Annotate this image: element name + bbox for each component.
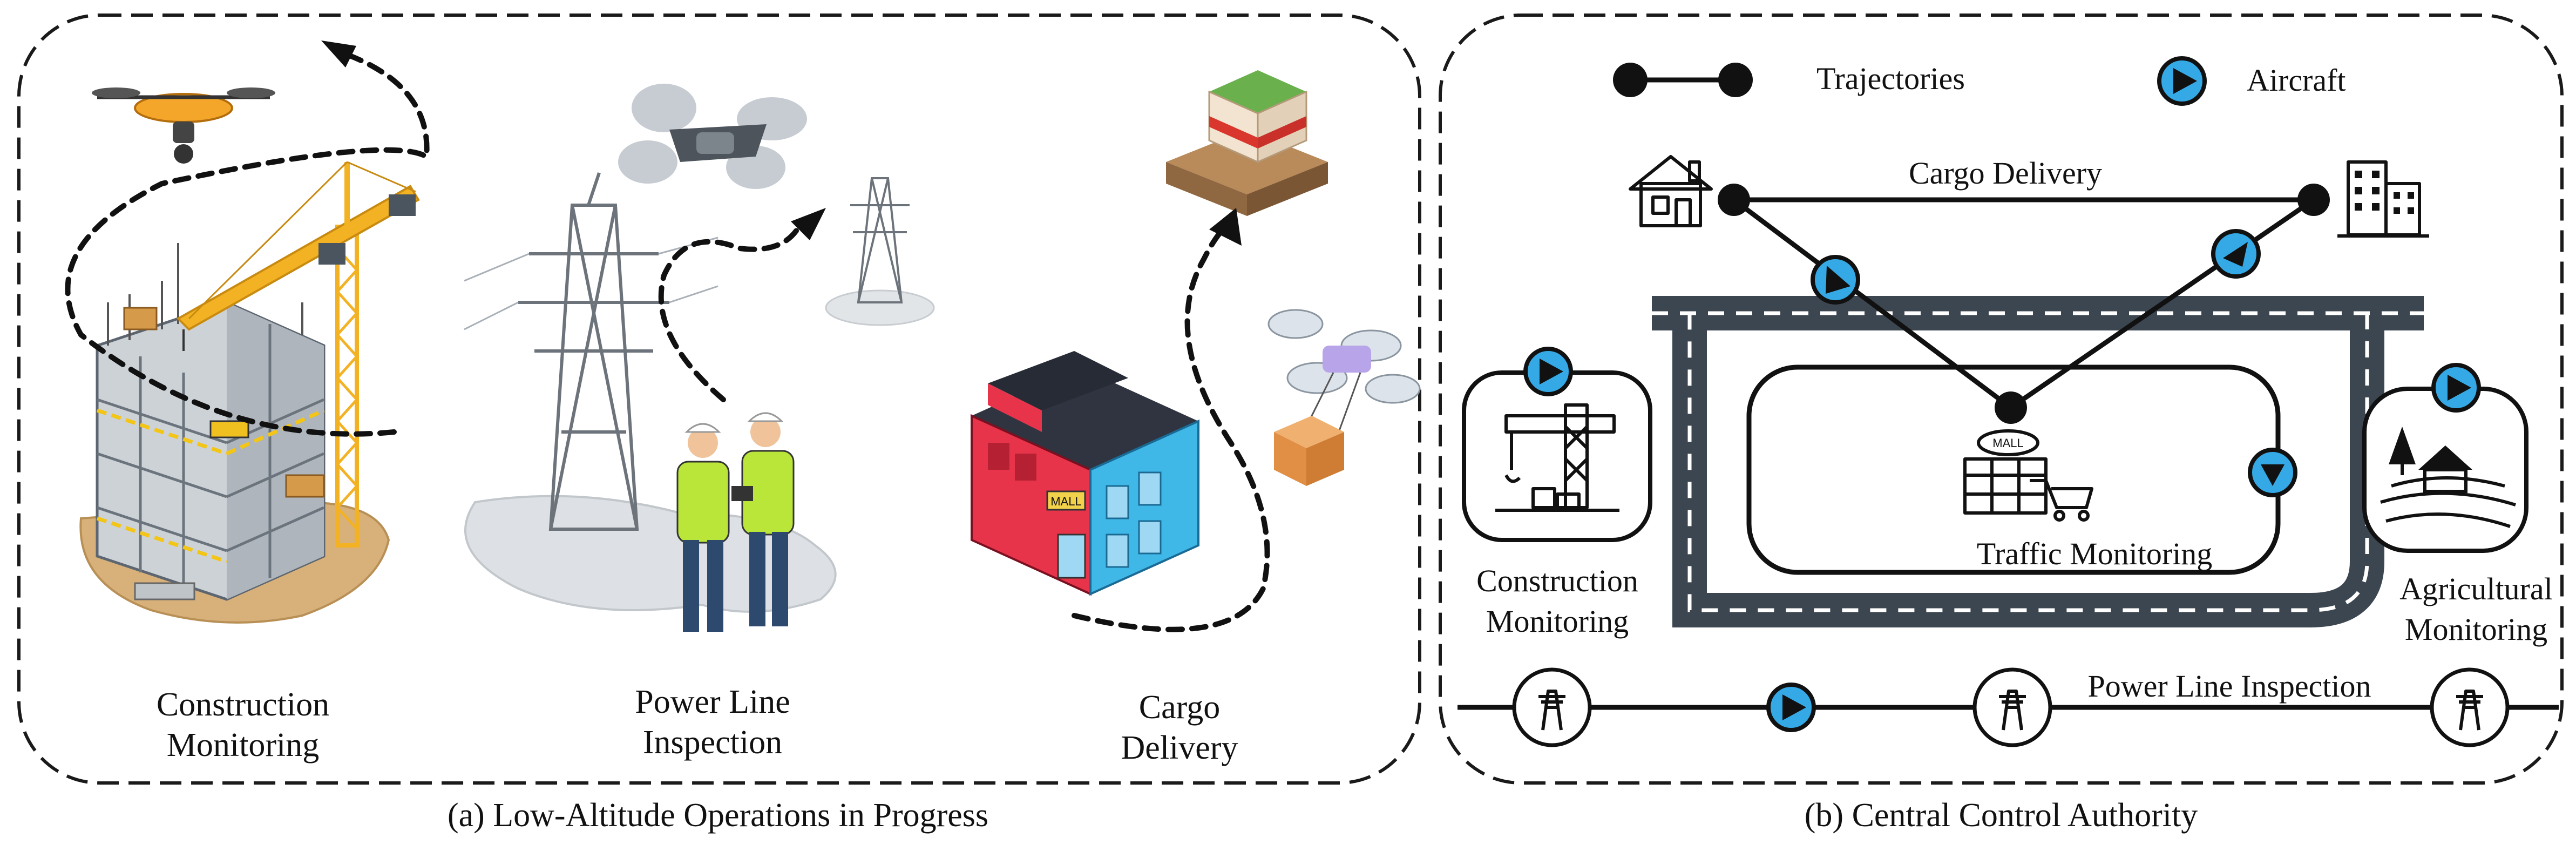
traffic-monitoring-label: Traffic Monitoring — [1977, 536, 2213, 571]
agricultural-zone-label-line2: Monitoring — [2405, 612, 2547, 647]
power-line-scene: Power Line Inspection — [464, 84, 935, 761]
aircraft-cargo-right — [2211, 229, 2261, 279]
node-mall — [1995, 391, 2027, 424]
tower-node-2 — [1972, 667, 2052, 747]
cargo-delivery-route-label: Cargo Delivery — [1909, 156, 2102, 191]
delivery-drone — [1267, 309, 1421, 486]
workers — [676, 412, 795, 632]
panel-b-caption: (b) Central Control Authority — [1805, 797, 2198, 834]
agricultural-zone: Agricultural Monitoring — [2362, 387, 2553, 647]
construction-scene: Construction Monitoring — [65, 40, 430, 764]
office-building-icon — [2337, 160, 2429, 238]
construction-flight-arrowhead — [321, 40, 356, 67]
legend-trajectory-node-end — [1718, 63, 1753, 97]
cargo-flight-path — [1072, 224, 1270, 632]
aircraft-agricultural — [2431, 363, 2481, 413]
power-line-flight-path — [658, 224, 802, 402]
construction-label-line1: Construction — [157, 686, 329, 723]
panel-a-caption: (a) Low-Altitude Operations in Progress — [448, 797, 988, 834]
agricultural-zone-label-line1: Agricultural — [2399, 571, 2552, 606]
cargo-trajectories — [1718, 184, 2330, 424]
construction-zone: Construction Monitoring — [1462, 370, 1652, 639]
tower-node-3 — [2430, 667, 2510, 747]
road — [1652, 296, 2424, 627]
inspection-drone — [618, 84, 807, 189]
aircraft-construction — [1523, 347, 1573, 396]
distant-tower — [825, 177, 935, 326]
legend-trajectory-node-start — [1613, 63, 1648, 97]
power-line-inspection-label: Power Line Inspection — [2087, 668, 2371, 704]
road-lane-markings — [1652, 311, 2424, 612]
construction-label-line2: Monitoring — [167, 727, 319, 764]
panel-b-frame — [1439, 13, 2564, 785]
cargo-label-line2: Delivery — [1121, 730, 1238, 766]
tower-crane — [176, 161, 420, 548]
cargo-flight-arrowhead — [1209, 208, 1242, 246]
tower-node-1 — [1512, 667, 1592, 747]
panel-b: Trajectories Aircraft Cargo Delivery — [1439, 13, 2564, 834]
construction-flight-path — [65, 51, 430, 437]
construction-drone — [92, 87, 275, 164]
crane-icon — [1495, 403, 1619, 512]
legend-aircraft-label: Aircraft — [2247, 63, 2346, 98]
node-house — [1718, 184, 1750, 216]
node-office — [2297, 184, 2330, 216]
construction-zone-box — [1462, 370, 1652, 542]
mall-building: MALL — [971, 351, 1199, 596]
transmission-tower — [518, 172, 669, 531]
mall-icon-text: MALL — [1992, 436, 2023, 450]
power-line-label-line2: Inspection — [643, 724, 782, 761]
legend-aircraft-icon — [2157, 56, 2207, 106]
aircraft-power-line — [1766, 683, 1816, 732]
construction-zone-label-line1: Construction — [1476, 563, 1638, 598]
legend: Trajectories Aircraft — [1613, 56, 2346, 106]
construction-zone-label-line2: Monitoring — [1486, 604, 1629, 639]
aircraft-traffic-loop — [2248, 448, 2297, 497]
power-line-route — [1458, 667, 2559, 747]
aircraft-cargo-left — [1811, 255, 1860, 305]
cargo-label-line1: Cargo — [1139, 689, 1220, 726]
cargo-scene: MALL — [971, 70, 1421, 766]
panel-a: Construction Monitoring — [17, 13, 1421, 834]
mall-sign-text: MALL — [1050, 495, 1081, 508]
power-line-label-line1: Power Line — [635, 684, 790, 720]
power-line-flight-arrowhead — [791, 208, 826, 240]
destination-store — [1166, 70, 1328, 216]
farm-icon — [2380, 427, 2516, 528]
legend-trajectories-label: Trajectories — [1816, 61, 1965, 96]
house-icon — [1629, 155, 1713, 227]
mall-icon: MALL — [1963, 429, 2093, 522]
panel-a-frame — [17, 13, 1421, 785]
